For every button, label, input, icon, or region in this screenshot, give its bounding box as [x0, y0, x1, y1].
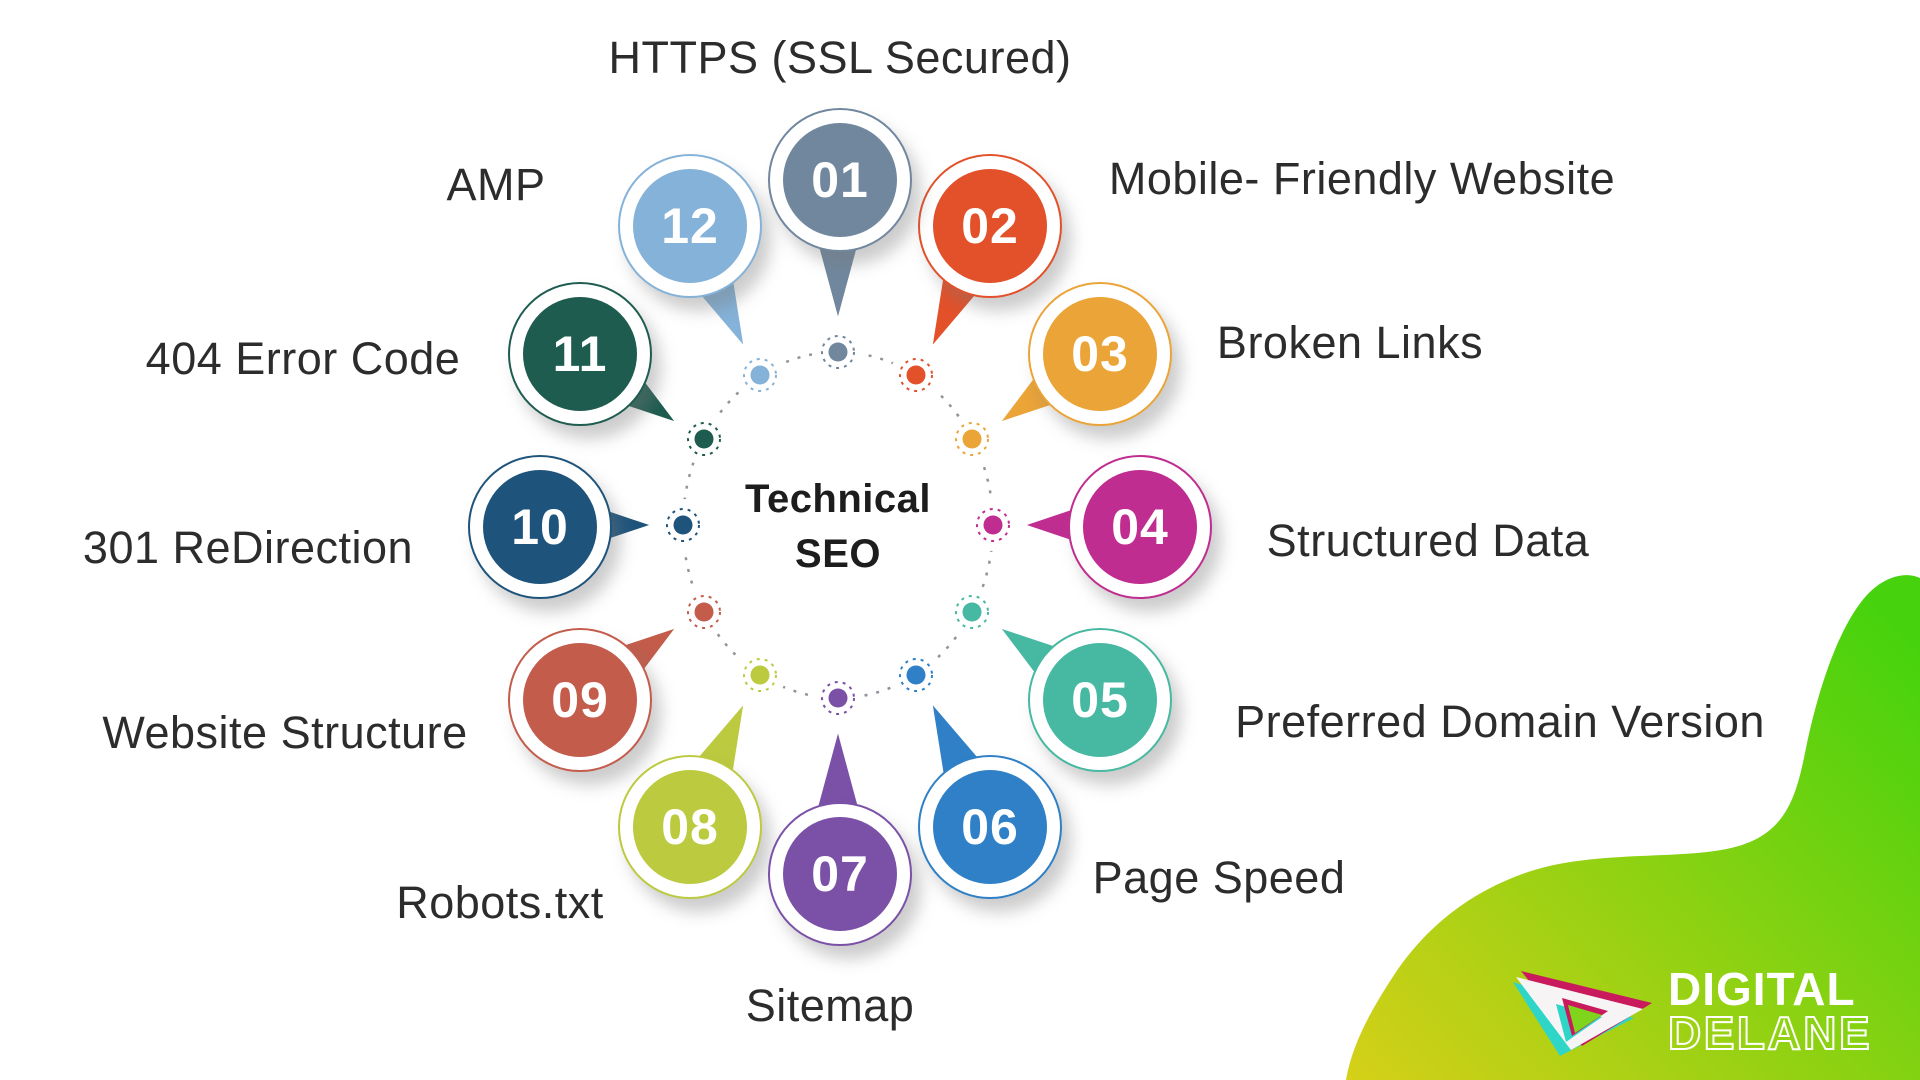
item-label-11: 404 Error Code — [145, 333, 461, 384]
bubble-11-circle: 11 — [523, 297, 637, 411]
dot-01 — [828, 342, 848, 362]
item-label-10: 301 ReDirection — [82, 522, 414, 573]
bubble-07-number: 07 — [811, 846, 869, 902]
dot-11 — [694, 429, 714, 449]
bubble-10-circle: 10 — [483, 470, 597, 584]
bubble-11-number: 11 — [552, 326, 608, 382]
bubble-10: 10 — [468, 455, 612, 599]
center-title-line2: SEO — [795, 532, 881, 576]
dot-10 — [673, 515, 693, 535]
brand-name-digital: DIGITAL — [1668, 963, 1856, 1015]
bubble-09-circle: 09 — [523, 643, 637, 757]
bubble-04-circle: 04 — [1083, 470, 1197, 584]
ring-node-01 — [812, 326, 864, 378]
ring-node-12 — [734, 349, 786, 401]
bubble-12-number: 12 — [661, 198, 719, 254]
bubble-01-number: 01 — [811, 152, 869, 208]
dot-03 — [962, 429, 982, 449]
bubble-12: 12 — [618, 154, 762, 298]
center-title: Technical SEO — [745, 472, 931, 582]
bubble-06: 06 — [918, 755, 1062, 899]
bubble-02-number: 02 — [961, 198, 1019, 254]
bubble-05-circle: 05 — [1043, 643, 1157, 757]
item-label-03: Broken Links — [1216, 317, 1484, 368]
brand-name-delane: DELANE — [1667, 1007, 1873, 1059]
item-label-08: Robots.txt — [396, 877, 604, 928]
bubble-08-number: 08 — [661, 799, 719, 855]
bubble-07: 07 — [768, 802, 912, 946]
bubble-07-circle: 07 — [783, 817, 897, 931]
dot-02 — [906, 365, 926, 385]
logo-icon — [1513, 971, 1652, 1056]
dot-05 — [962, 602, 982, 622]
bubble-04-number: 04 — [1111, 499, 1169, 555]
bubble-09-number: 09 — [551, 672, 609, 728]
bubble-08: 08 — [618, 755, 762, 899]
bubble-12-circle: 12 — [633, 169, 747, 283]
ring-node-08 — [734, 649, 786, 701]
ring-node-10 — [657, 499, 709, 551]
bubble-02-circle: 02 — [933, 169, 1047, 283]
ring-node-11 — [678, 413, 730, 465]
bubble-05: 05 — [1028, 628, 1172, 772]
bubble-06-number: 06 — [961, 799, 1019, 855]
dot-12 — [750, 365, 770, 385]
bubble-01: 01 — [768, 108, 912, 252]
ring-node-03 — [946, 413, 998, 465]
center-title-line1: Technical — [744, 477, 932, 521]
ring-node-05 — [946, 586, 998, 638]
item-label-04: Structured Data — [1266, 515, 1590, 566]
dot-07 — [828, 688, 848, 708]
ring-node-07 — [812, 672, 864, 724]
dot-06 — [906, 665, 926, 685]
bubble-04: 04 — [1068, 455, 1212, 599]
bubble-03-number: 03 — [1071, 326, 1129, 382]
bubble-09: 09 — [508, 628, 652, 772]
bubble-06-circle: 06 — [933, 770, 1047, 884]
ring-node-02 — [890, 349, 942, 401]
bubble-03: 03 — [1028, 282, 1172, 426]
brand-blob — [1346, 575, 1920, 1080]
bubble-03-circle: 03 — [1043, 297, 1157, 411]
bubble-11: 11 — [508, 282, 652, 426]
ring-node-06 — [890, 649, 942, 701]
dot-08 — [750, 665, 770, 685]
bubble-05-number: 05 — [1071, 672, 1129, 728]
item-label-05: Preferred Domain Version — [1235, 696, 1765, 747]
bubble-02: 02 — [918, 154, 1062, 298]
item-label-02: Mobile- Friendly Website — [1108, 153, 1616, 204]
dot-09 — [694, 602, 714, 622]
dot-04 — [983, 515, 1003, 535]
item-label-12: AMP — [446, 159, 546, 210]
item-label-06: Page Speed — [1092, 852, 1346, 903]
item-label-09: Website Structure — [102, 707, 468, 758]
bubble-10-number: 10 — [511, 499, 569, 555]
item-label-07: Sitemap — [745, 980, 915, 1031]
ring-node-09 — [678, 586, 730, 638]
item-label-01: HTTPS (SSL Secured) — [608, 32, 1072, 83]
bubble-08-circle: 08 — [633, 770, 747, 884]
ring-node-04 — [967, 499, 1019, 551]
bubble-01-circle: 01 — [783, 123, 897, 237]
